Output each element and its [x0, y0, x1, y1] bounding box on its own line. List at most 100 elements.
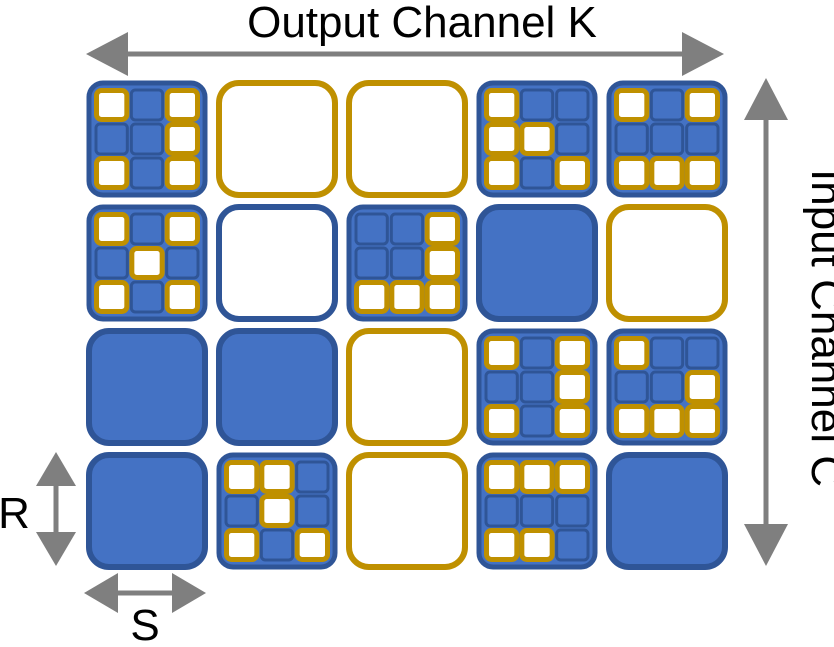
kept-weight: [129, 156, 165, 190]
pruned-weight: [224, 460, 260, 494]
pruned-weight: [424, 246, 460, 280]
pruned-weight: [259, 460, 295, 494]
axis-arrows: [36, 32, 788, 613]
kept-weight: [129, 212, 165, 246]
kept-weight: [614, 122, 649, 156]
pruned-weight: [554, 370, 591, 404]
kept-weight: [129, 122, 165, 156]
kept-weight: [354, 246, 389, 280]
kept-weight: [484, 370, 519, 404]
kernel-cell-r1-c2: [216, 80, 338, 198]
pruned-weight: [649, 404, 685, 438]
pruned-weight: [554, 460, 591, 494]
pruned-weight: [94, 156, 130, 190]
kernel-grid: [86, 80, 728, 570]
kept-weight: [649, 336, 685, 370]
kernel-cell-r1-c3: [346, 80, 468, 198]
kept-weight: [555, 528, 590, 562]
kept-weight: [685, 122, 720, 156]
pruned-weight: [519, 122, 555, 156]
kernel-cell-r3-c2: [216, 328, 338, 446]
kernel-cell-r4-c2: [216, 452, 338, 570]
kept-weight: [129, 88, 165, 122]
pruned-weight: [259, 494, 295, 528]
pruned-weight: [554, 156, 591, 190]
kept-weight: [649, 370, 685, 404]
pruned-weight: [484, 88, 520, 122]
pruned-weight: [424, 280, 460, 314]
r-label: R: [0, 489, 30, 538]
pruned-weight: [164, 212, 201, 246]
kept-weight: [519, 156, 555, 190]
pruned-weight: [164, 280, 201, 314]
pruned-weight: [519, 528, 555, 562]
kept-weight: [484, 494, 519, 528]
s-arrow: [84, 573, 206, 613]
kernel-cell-r1-c1: [86, 80, 208, 198]
kept-weight: [224, 494, 259, 528]
pruned-weight: [129, 246, 165, 280]
kept-weight: [555, 122, 590, 156]
pruned-weight: [684, 404, 721, 438]
pruned-weight: [519, 460, 555, 494]
kept-weight: [519, 370, 555, 404]
pruned-weight: [614, 156, 650, 190]
kernel-cell-r4-c1: [86, 452, 208, 570]
kept-weight: [295, 494, 330, 528]
kept-weight: [519, 404, 555, 438]
pruned-weight: [484, 528, 520, 562]
kept-weight: [94, 246, 129, 280]
pruned-weight: [649, 156, 685, 190]
kept-weight: [165, 246, 200, 280]
kept-weight: [649, 88, 685, 122]
pruned-weight: [684, 370, 721, 404]
kept-weight: [129, 280, 165, 314]
pruned-weight: [684, 156, 721, 190]
kept-weight: [389, 212, 425, 246]
kept-weight: [389, 246, 425, 280]
pruned-weight: [164, 156, 201, 190]
kept-weight: [519, 494, 555, 528]
kept-weight: [295, 460, 330, 494]
output-channel-label: Output Channel K: [247, 0, 597, 47]
kernel-cell-r3-c1: [86, 328, 208, 446]
kept-weight: [614, 370, 649, 404]
input-channel-arrow: [744, 78, 788, 566]
pruned-weight: [484, 404, 520, 438]
pruned-weight: [354, 280, 390, 314]
kept-weight: [555, 88, 590, 122]
r-arrow: [36, 452, 76, 566]
kept-weight: [685, 336, 720, 370]
pruned-weight: [94, 88, 130, 122]
pruned-weight: [164, 88, 201, 122]
pruned-weight: [424, 212, 460, 246]
pruned-weight: [484, 336, 520, 370]
output-channel-arrow: [86, 32, 724, 76]
pruned-weight: [94, 212, 130, 246]
pruned-weight: [554, 404, 591, 438]
pruned-weight: [164, 122, 201, 156]
kept-weight: [354, 212, 389, 246]
kernel-cell-r3-c3: [346, 328, 468, 446]
s-label: S: [130, 601, 159, 647]
kernel-cell-r2-c4: [476, 204, 598, 322]
kernel-cell-r3-c5: [606, 328, 728, 446]
pruned-weight: [484, 122, 520, 156]
pruned-weight: [484, 460, 520, 494]
pruned-weight: [554, 336, 591, 370]
kept-weight: [519, 336, 555, 370]
kept-weight: [94, 122, 129, 156]
kept-weight: [649, 122, 685, 156]
pruned-weight: [684, 88, 721, 122]
kept-weight: [259, 528, 295, 562]
pruned-weight: [389, 280, 425, 314]
pruned-weight: [614, 88, 650, 122]
kept-weight: [519, 88, 555, 122]
kept-weight: [555, 494, 590, 528]
input-channel-label: Input Channel C: [802, 169, 834, 487]
pruned-weight: [614, 404, 650, 438]
kernel-cell-r4-c4: [476, 452, 598, 570]
kernel-cell-r2-c3: [346, 204, 468, 322]
pruned-weight: [294, 528, 330, 562]
